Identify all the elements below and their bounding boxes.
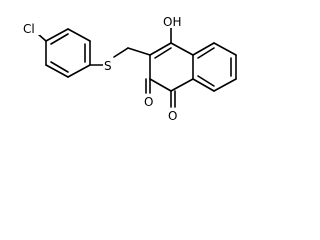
svg-text:O: O bbox=[168, 109, 177, 123]
svg-text:O: O bbox=[144, 95, 153, 109]
atom-label-oxygen-upper: O bbox=[143, 94, 154, 109]
atom-label-hydroxyl: OH bbox=[162, 14, 183, 29]
svg-text:OH: OH bbox=[163, 15, 181, 29]
benzo-ring bbox=[192, 42, 237, 92]
atom-label-oxygen-lower: O bbox=[167, 108, 178, 123]
chlorophenyl-ring bbox=[45, 28, 91, 78]
cl-bond bbox=[37, 33, 47, 42]
quinone-ring bbox=[149, 42, 194, 92]
chemical-structure-diagram: Cl S OH O O bbox=[22, 14, 237, 123]
svg-text:Cl: Cl bbox=[23, 22, 35, 36]
atom-label-sulfur: S bbox=[103, 58, 114, 73]
sulfur-methylene-bond bbox=[113, 47, 151, 58]
carbonyl-lower-bond bbox=[170, 90, 176, 108]
atom-label-chlorine: Cl bbox=[22, 21, 40, 36]
carbonyl-upper-bond bbox=[145, 78, 151, 94]
svg-text:S: S bbox=[104, 59, 112, 73]
